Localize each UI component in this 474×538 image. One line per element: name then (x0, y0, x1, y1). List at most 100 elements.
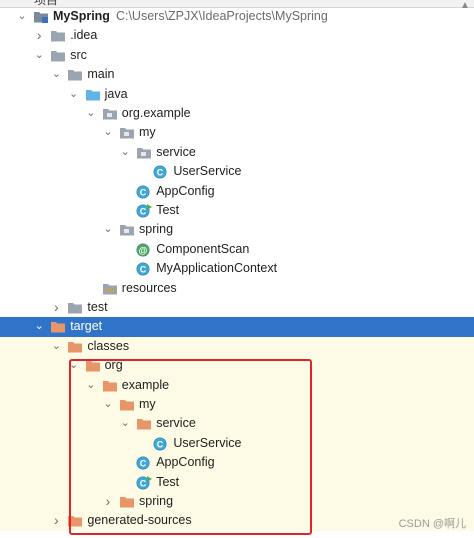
tree-item-org-example[interactable]: ⌄ org.example (0, 104, 474, 123)
module-folder-icon (33, 10, 49, 24)
tree-item-target-my[interactable]: ⌄ my (0, 395, 474, 415)
tree-item-test-folder[interactable]: ›test (0, 298, 474, 317)
class-icon: C (136, 185, 152, 199)
tree-item-label: org (104, 358, 123, 373)
tree-item-target-service[interactable]: ⌄ service (0, 414, 474, 434)
tree-item-my[interactable]: ⌄ my (0, 123, 474, 142)
tree-item-label: ComponentScan (156, 241, 250, 256)
tool-window-header: 项目 (0, 0, 474, 8)
tree-item-java[interactable]: ⌄ java (0, 85, 474, 104)
svg-text:C: C (140, 478, 147, 488)
svg-text:C: C (157, 168, 164, 178)
tree-item-idea[interactable]: › .idea (0, 26, 474, 45)
tree-item-src[interactable]: ⌄ src (0, 46, 474, 65)
chevron-down-icon[interactable]: ⌄ (120, 145, 130, 158)
annotation-red-box (69, 359, 312, 535)
package-icon (119, 126, 135, 140)
tree-item-label: my (139, 397, 156, 411)
chevron-down-icon[interactable]: ⌄ (103, 398, 113, 410)
chevron-right-icon[interactable]: › (54, 299, 59, 315)
excluded-folder-icon (136, 417, 152, 431)
main-class-icon: C (136, 475, 153, 490)
tree-item-classes[interactable]: ⌄ classes (0, 336, 474, 357)
excluded-folder-icon (85, 359, 101, 373)
project-path: C:\Users\ZPJX\IdeaProjects\MySpring (115, 9, 328, 23)
svg-text:C: C (140, 459, 147, 469)
tree-item-target[interactable]: ⌄target (0, 317, 474, 337)
tree-item-label: resources (121, 280, 177, 295)
tree-item-userservice[interactable]: C UserService (0, 162, 474, 181)
tree-item-label: service (156, 144, 196, 159)
svg-text:C: C (140, 206, 147, 216)
tree-item-target-appconfig[interactable]: C AppConfig (0, 453, 474, 473)
tree-item-service[interactable]: ⌄ service (0, 143, 474, 162)
svg-text:@: @ (139, 245, 148, 255)
source-folder-icon (85, 88, 101, 102)
tree-item-org[interactable]: ⌄ org (0, 356, 474, 376)
folder-icon (67, 301, 83, 315)
svg-text:C: C (140, 187, 147, 197)
tree-item-main[interactable]: ⌄ main (0, 65, 474, 84)
tree-item-label: main (87, 67, 115, 82)
chevron-down-icon[interactable]: ⌄ (120, 417, 130, 430)
tree-item-target-spring[interactable]: › spring (0, 492, 474, 512)
tree-item-componentscan[interactable]: @ ComponentScan (0, 240, 474, 259)
chevron-down-icon[interactable]: ⌄ (51, 339, 61, 352)
svg-text:C: C (157, 439, 164, 449)
package-icon (136, 146, 152, 160)
tree-item-label: AppConfig (156, 455, 215, 470)
excluded-folder-icon (67, 340, 83, 354)
excluded-folder-icon (50, 320, 66, 334)
excluded-folder-icon (119, 495, 135, 509)
tool-window-title: 项目 (34, 0, 59, 7)
tree-item-label: UserService (173, 164, 242, 179)
class-icon: C (153, 437, 169, 451)
tree-item-resources[interactable]: resources (0, 279, 474, 298)
chevron-right-icon[interactable]: › (54, 512, 59, 529)
chevron-down-icon[interactable]: ⌄ (17, 10, 27, 22)
excluded-folder-icon (119, 398, 135, 412)
class-icon: C (153, 165, 169, 179)
chevron-down-icon[interactable]: ⌄ (86, 107, 96, 119)
chevron-down-icon[interactable]: ⌄ (86, 378, 96, 391)
chevron-right-icon[interactable]: › (36, 27, 42, 44)
tree-item-spring[interactable]: ⌄spring (0, 220, 474, 239)
annotation-icon: @ (136, 243, 152, 257)
svg-text:C: C (140, 265, 147, 275)
tree-item-label: UserService (173, 435, 242, 450)
chevron-down-icon[interactable]: ⌄ (34, 48, 44, 61)
tree-item-myapplicationcontext[interactable]: C MyApplicationContext (0, 259, 474, 278)
resources-folder-icon (102, 282, 118, 296)
tree-item-label: classes (87, 338, 130, 353)
chevron-down-icon[interactable]: ⌄ (68, 359, 79, 372)
tree-item-target-userservice[interactable]: C UserService (0, 433, 474, 454)
chevron-down-icon[interactable]: ⌄ (68, 87, 79, 100)
tree-item-generated-sources[interactable]: ›generated-sources (0, 511, 474, 531)
tree-item-label: my (139, 125, 156, 140)
chevron-down-icon[interactable]: ⌄ (103, 126, 113, 139)
tree-item-label: src (70, 47, 87, 62)
tree-item-label: MyApplicationContext (156, 261, 278, 276)
excluded-folder-icon (102, 379, 118, 393)
tree-item-label: spring (139, 494, 174, 508)
tree-item-label: java (104, 86, 128, 101)
chevron-down-icon[interactable]: ⌄ (51, 68, 61, 81)
tree-item-label: example (121, 377, 170, 392)
scroll-up-icon[interactable]: ▲ (460, 0, 470, 11)
tree-item-target-test[interactable]: C Test (0, 472, 474, 492)
tree-item-label: Test (156, 474, 180, 489)
tree-item-example[interactable]: ⌄ example (0, 375, 474, 395)
chevron-down-icon[interactable]: ⌄ (34, 320, 44, 333)
tree-item-label: service (156, 416, 196, 431)
chevron-down-icon[interactable]: ⌄ (103, 223, 113, 236)
tree-item-label: org.example (121, 106, 191, 120)
package-icon (102, 107, 118, 121)
folder-icon (50, 49, 66, 63)
excluded-folder-icon (67, 514, 83, 528)
tree-item-label: .idea (70, 28, 98, 43)
chevron-right-icon[interactable]: › (105, 493, 111, 509)
